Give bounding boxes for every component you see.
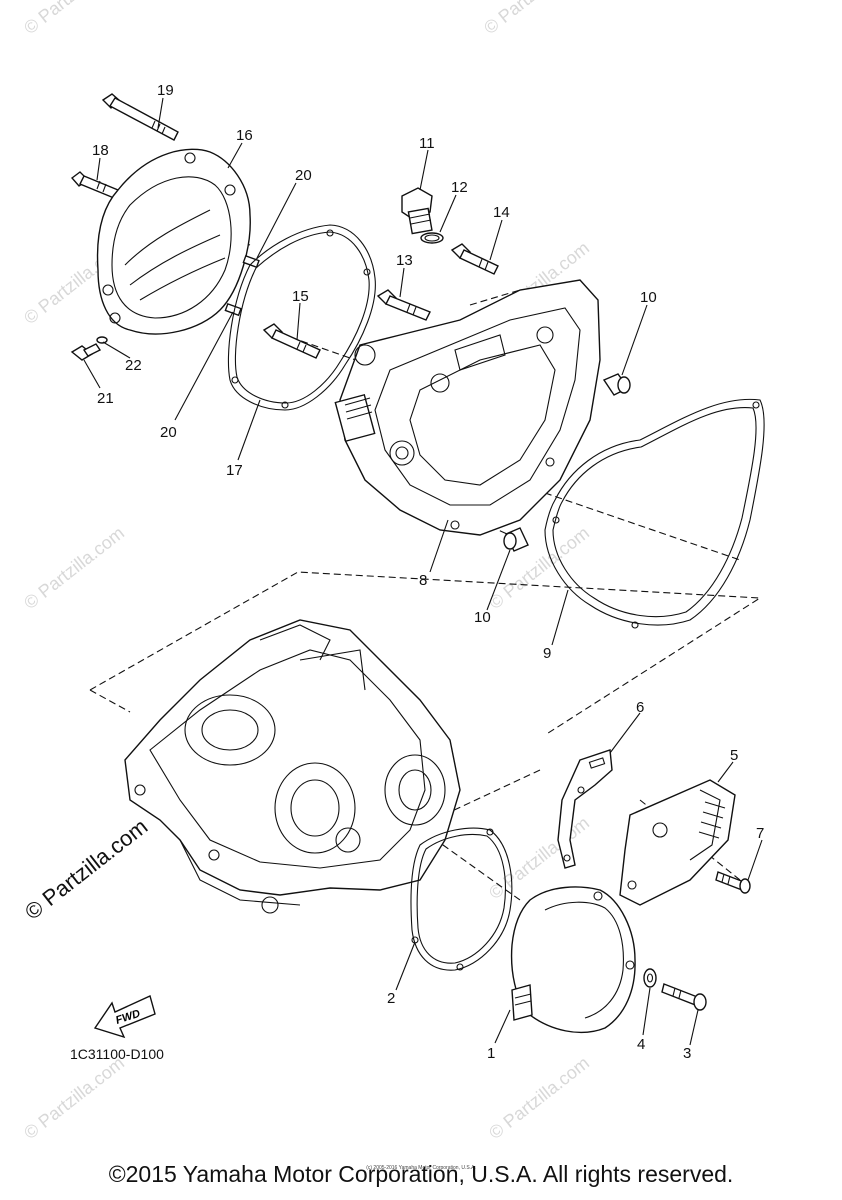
bolt-15	[262, 323, 321, 359]
fwd-arrow-icon: FWD	[93, 995, 156, 1039]
bolt-21	[70, 336, 108, 361]
callout-15: 15	[292, 288, 309, 305]
watermark: © Partzilla.com	[20, 1053, 128, 1143]
callout-11: 11	[419, 135, 435, 152]
gasket-9	[544, 398, 765, 629]
callout-6: 6	[636, 699, 644, 716]
callout-1: 1	[487, 1045, 495, 1062]
callout-20: 20	[295, 167, 312, 184]
diagram-code: 1C31100-D100	[70, 1046, 164, 1062]
callout-12: 12	[451, 179, 468, 196]
callout-10: 10	[474, 609, 491, 626]
copyright-line: ©2015 Yamaha Motor Corporation, U.S.A. A…	[108, 1161, 734, 1187]
bolt-3	[661, 983, 707, 1011]
leader-lines	[83, 97, 763, 1046]
callout-14: 14	[493, 204, 510, 221]
callout-21: 21	[97, 390, 114, 407]
callout-7: 7	[756, 825, 764, 842]
bolt-19	[101, 93, 179, 141]
callout-10: 10	[640, 289, 657, 306]
callout-13: 13	[396, 252, 413, 269]
o-ring-12	[420, 232, 444, 244]
callout-8: 8	[419, 572, 427, 589]
callout-16: 16	[236, 127, 253, 144]
callout-17: 17	[226, 462, 243, 479]
clutch-cover-16	[96, 148, 251, 335]
callout-20: 20	[160, 424, 177, 441]
callout-18: 18	[92, 142, 109, 159]
bracket-6	[557, 749, 613, 869]
crankcase-cover-1	[510, 886, 636, 1034]
dowel-10-top	[602, 373, 631, 396]
watermark: © Partzilla.com	[485, 1053, 593, 1143]
callout-22: 22	[125, 357, 142, 374]
small-copyright-note: (c) 2005-2016 Yamaha Motor Corporation, …	[366, 1165, 476, 1171]
bolt-7	[715, 871, 751, 894]
gasket-2	[410, 827, 513, 971]
bolt-14	[450, 243, 499, 275]
watermark: © Partzilla.com	[20, 523, 128, 613]
bolt-13	[376, 289, 431, 321]
cover-5	[619, 779, 736, 906]
watermark: © Partzilla.com	[480, 0, 588, 38]
callout-5: 5	[730, 747, 738, 764]
dowel-10-bottom	[503, 527, 529, 552]
callouts: 19 18 16 20 20 22 21 17 15 11 12 14 13 1…	[92, 82, 764, 1062]
watermark: © Partzilla.com	[20, 0, 128, 38]
crankcase	[124, 619, 461, 914]
watermark: © Partzilla.com	[485, 523, 593, 613]
callout-4: 4	[637, 1036, 645, 1053]
callout-9: 9	[543, 645, 551, 662]
callout-19: 19	[157, 82, 174, 99]
callout-2: 2	[387, 990, 395, 1007]
bolt-18	[70, 171, 119, 199]
oil-plug-11	[401, 187, 433, 235]
washer-4	[643, 968, 657, 988]
callout-3: 3	[683, 1045, 691, 1062]
gasket-17	[227, 224, 376, 411]
crankcase-cover-8	[334, 279, 601, 536]
